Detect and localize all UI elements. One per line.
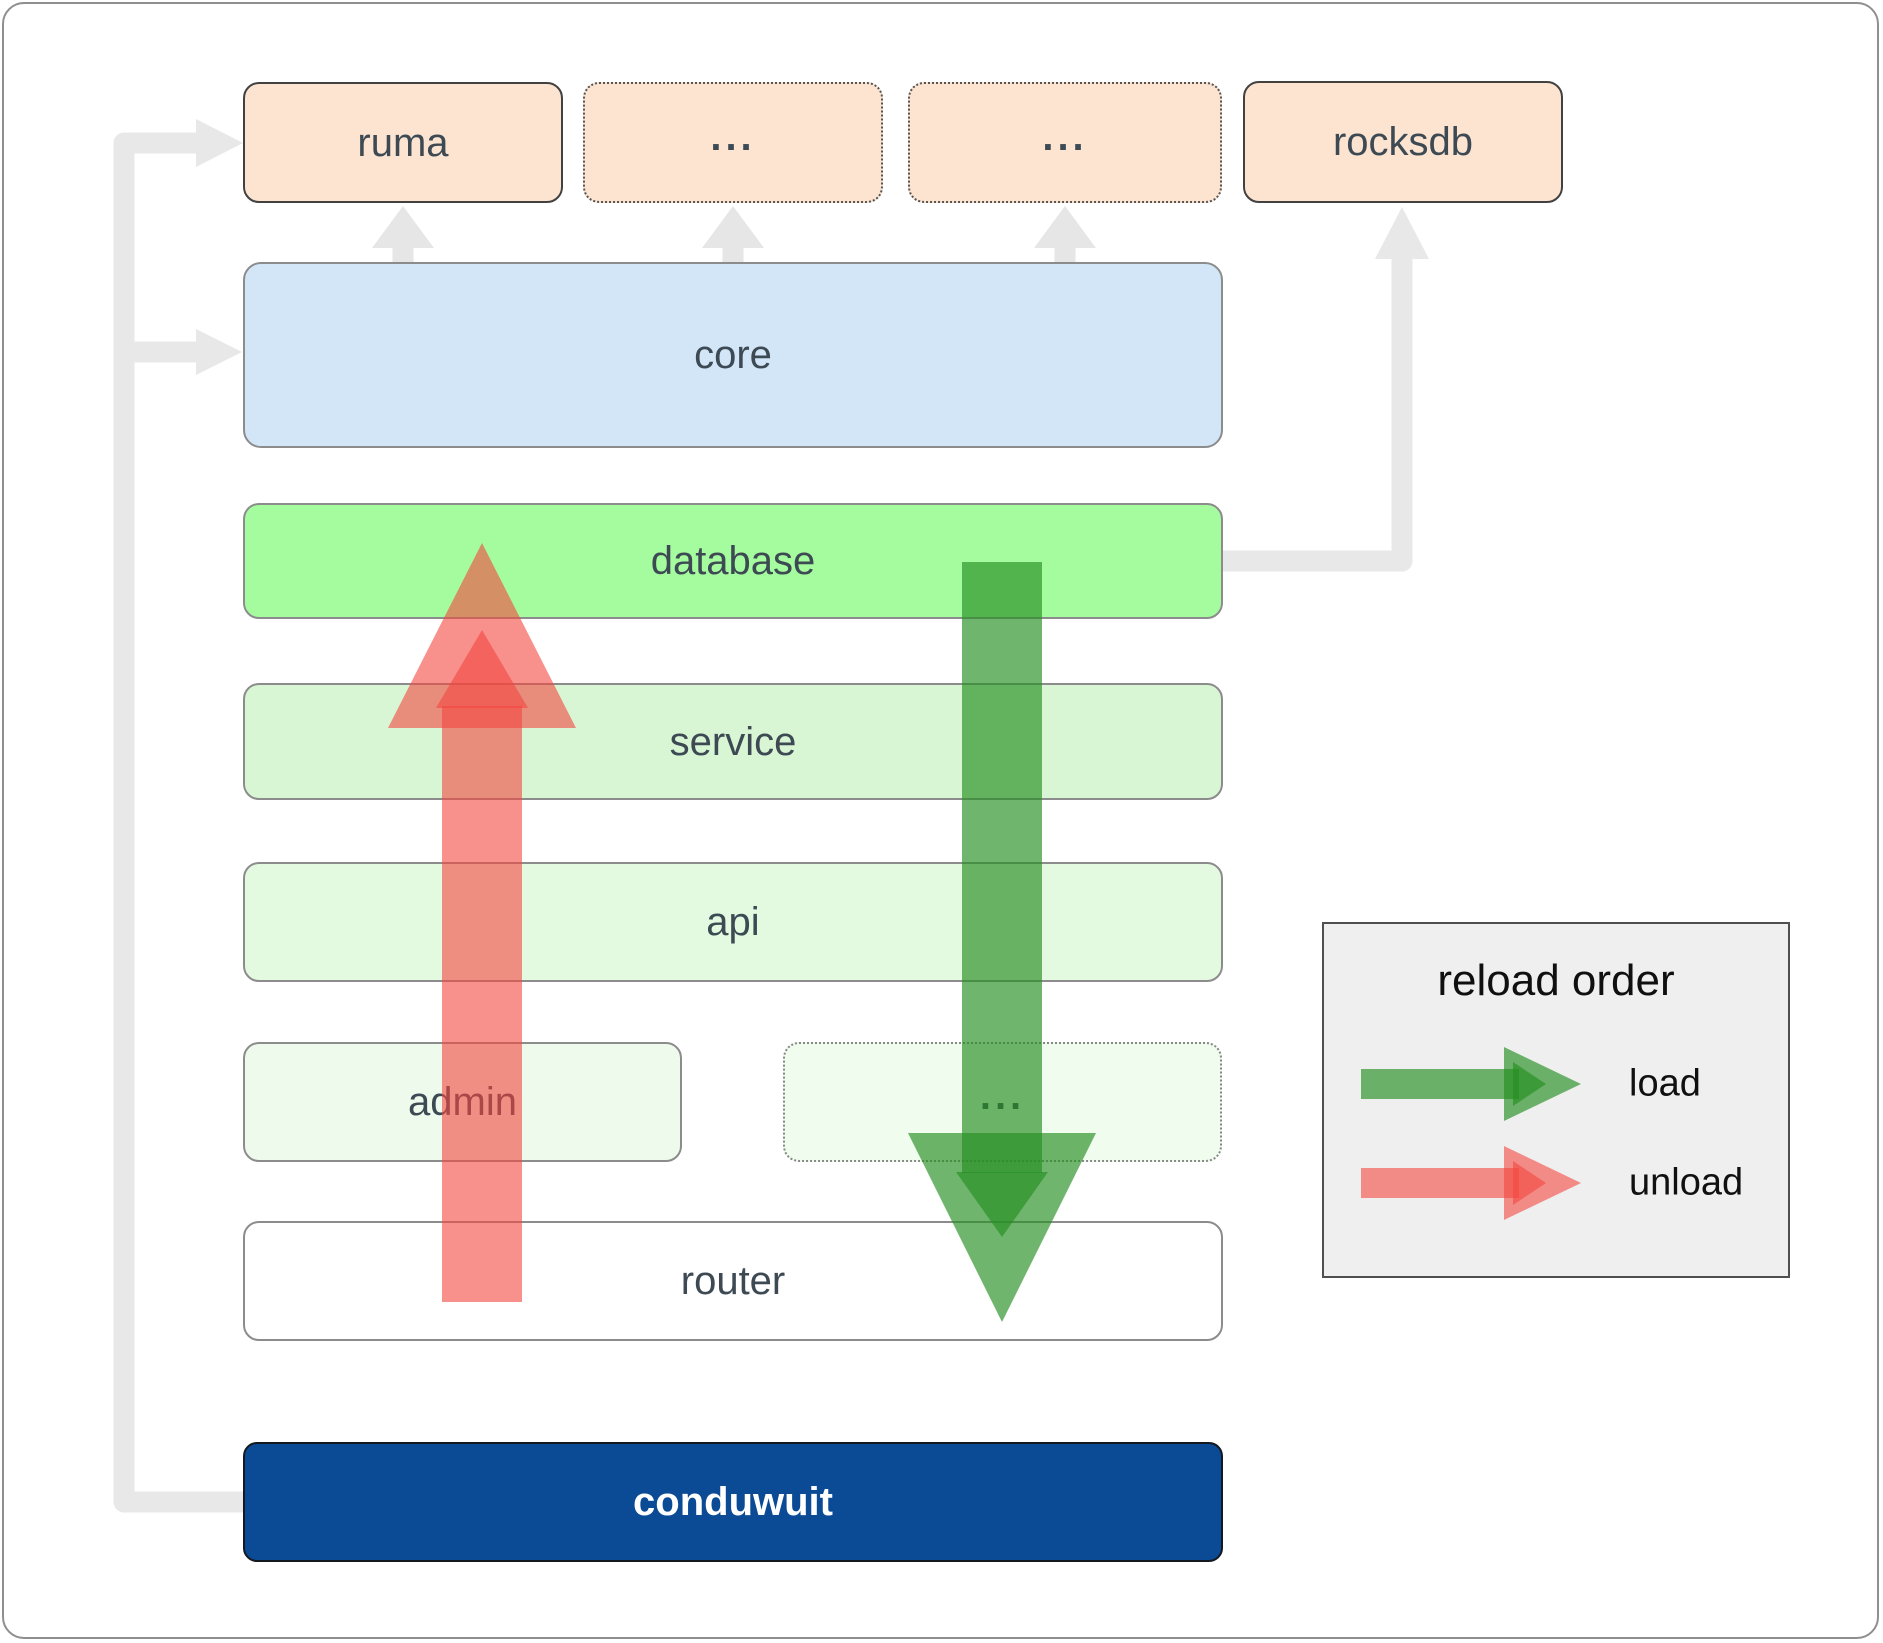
legend-title: reload order bbox=[1437, 956, 1675, 1005]
node-ruma: ruma bbox=[243, 82, 563, 203]
node-ellipsis-top-2: ... bbox=[908, 82, 1222, 203]
node-conduwuit: conduwuit bbox=[243, 1442, 1223, 1562]
node-ellipsis-admin-row-label: ... bbox=[979, 1074, 1026, 1118]
arrowhead-to-ruma bbox=[196, 119, 243, 167]
node-conduwuit-label: conduwuit bbox=[633, 1480, 833, 1524]
node-admin: admin bbox=[243, 1042, 682, 1162]
node-database: database bbox=[243, 503, 1223, 619]
node-ellipsis-top-1-label: ... bbox=[710, 114, 756, 159]
legend-box: reload order load unload bbox=[1322, 922, 1790, 1278]
edge-database-to-rocksdb bbox=[1222, 258, 1413, 572]
node-core-label: core bbox=[694, 333, 772, 377]
node-core: core bbox=[243, 262, 1223, 448]
node-router-label: router bbox=[680, 1259, 786, 1303]
arrowhead-to-core bbox=[196, 329, 242, 375]
node-rocksdb-label: rocksdb bbox=[1332, 120, 1474, 164]
node-ruma-label: ruma bbox=[357, 120, 449, 165]
node-api-label: api bbox=[706, 900, 760, 944]
load-arrow-icon bbox=[1361, 1047, 1581, 1121]
node-service-label: service bbox=[669, 719, 797, 764]
node-ellipsis-top-1: ... bbox=[583, 82, 883, 203]
arrowhead-to-rocksdb bbox=[1375, 207, 1429, 259]
arrowhead-core-to-ellipsis-2 bbox=[1034, 206, 1096, 248]
legend-row-unload: unload bbox=[1361, 1141, 1761, 1225]
legend-load-label: load bbox=[1629, 1062, 1701, 1105]
node-ellipsis-top-2-label: ... bbox=[1042, 114, 1088, 159]
node-ellipsis-admin-row: ... bbox=[783, 1042, 1222, 1162]
node-api: api bbox=[243, 862, 1223, 982]
unload-arrow-icon bbox=[1361, 1146, 1581, 1220]
arrowhead-core-to-ruma bbox=[372, 206, 434, 248]
node-service: service bbox=[243, 683, 1223, 800]
arrowhead-core-to-ellipsis-1 bbox=[702, 206, 764, 248]
legend-unload-label: unload bbox=[1629, 1161, 1744, 1204]
edge-conduwuit-trunk bbox=[113, 132, 243, 1513]
node-database-label: database bbox=[650, 539, 816, 583]
node-rocksdb: rocksdb bbox=[1243, 81, 1563, 203]
node-admin-label: admin bbox=[408, 1080, 517, 1124]
node-router: router bbox=[243, 1221, 1223, 1341]
legend-row-load: load bbox=[1361, 1042, 1761, 1126]
